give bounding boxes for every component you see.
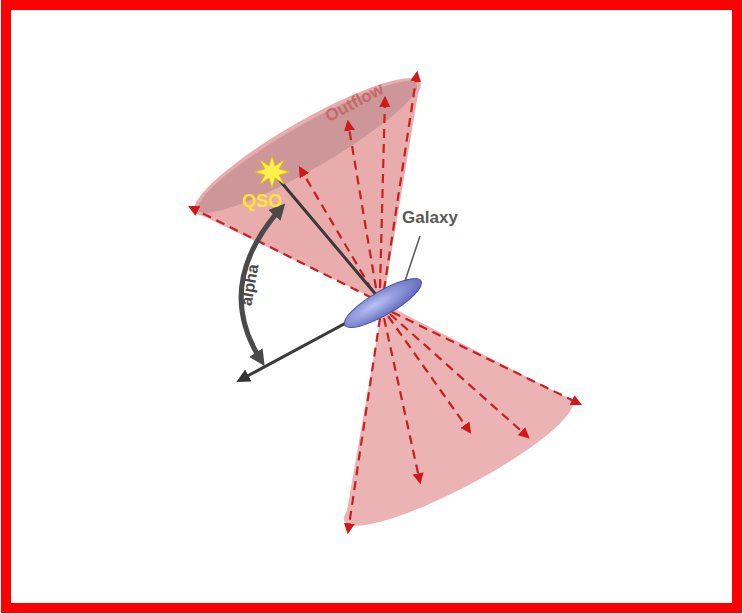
red-frame xyxy=(6,5,737,608)
label-box: Galaxy xyxy=(402,208,458,228)
galaxy-disk xyxy=(339,271,427,336)
leader-line xyxy=(405,236,420,281)
label-box: QSO xyxy=(242,191,282,212)
label-box: alpha xyxy=(237,263,262,307)
diagram-label: Galaxy xyxy=(402,208,458,228)
qso-star xyxy=(255,156,289,188)
upper-cone xyxy=(182,59,433,303)
qso-sightline xyxy=(276,176,383,303)
outflow-arrows xyxy=(190,73,580,532)
lower-cone xyxy=(332,303,584,545)
diagram-label: QSO xyxy=(242,191,282,212)
diagram-label: alpha xyxy=(237,263,262,307)
